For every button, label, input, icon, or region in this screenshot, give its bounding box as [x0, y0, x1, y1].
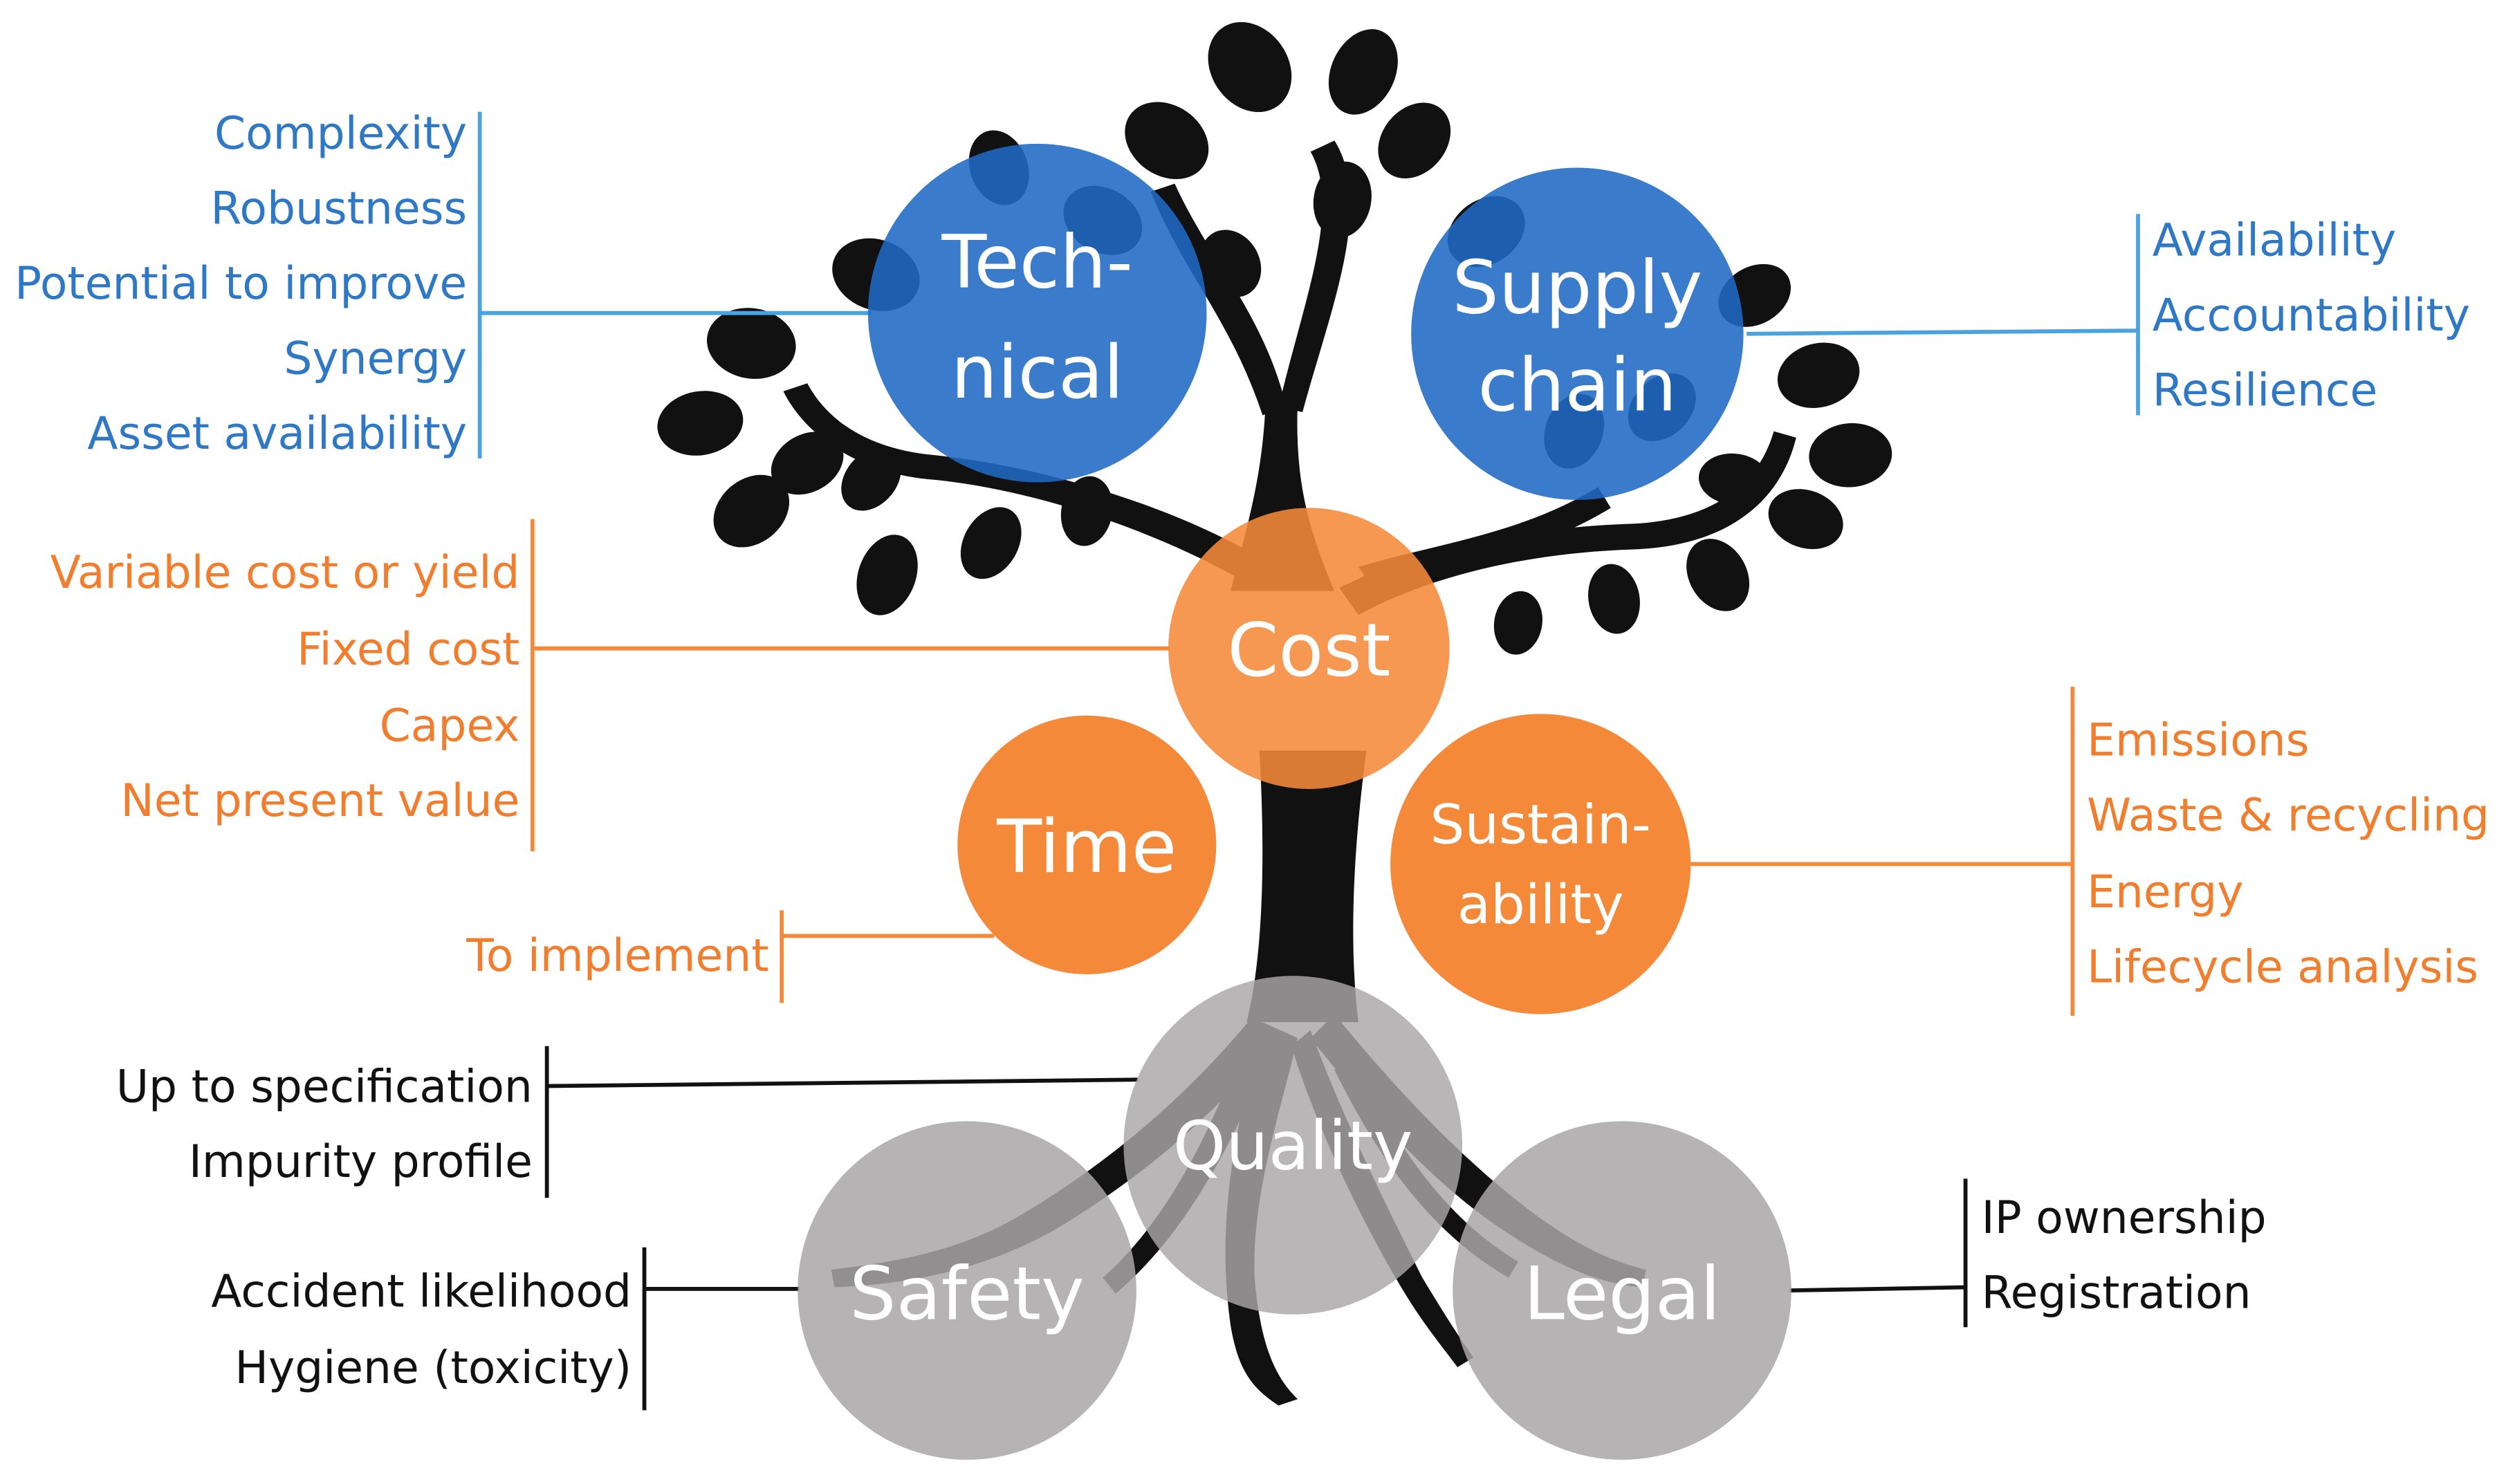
list-item: Resilience [2153, 365, 2377, 417]
list-item: Asset availability [87, 408, 467, 460]
technical-circle: Tech- nical [867, 143, 1207, 483]
list-item: Hygiene (toxicity) [234, 1342, 632, 1394]
safety-circle: Safety [798, 1121, 1136, 1460]
technical-label-line1: Tech- [941, 220, 1133, 306]
sustainability-list: Emissions Waste & recycling Energy Lifec… [2087, 714, 2489, 993]
cost-circle: Cost [1168, 508, 1450, 789]
list-item: Net present value [120, 775, 519, 827]
technical-label-line2: nical [951, 330, 1124, 416]
quality-circle: Quality [1123, 976, 1463, 1315]
quality-connector [546, 1077, 1139, 1088]
supply-chain-label-line2: chain [1478, 343, 1677, 429]
supply-chain-list: Availability Accountability Resilience [2153, 215, 2470, 417]
supply-chain-label-line1: Supply [1452, 245, 1702, 331]
time-list: To implement [466, 930, 768, 982]
list-item: Waste & recycling [2087, 790, 2489, 842]
supply-chain-connector [1747, 328, 2139, 336]
technical-list: Complexity Robustness Potential to impro… [15, 108, 467, 460]
list-item: Impurity profile [189, 1136, 533, 1188]
list-item: Capex [380, 701, 520, 752]
tree-branch-right [1339, 431, 1796, 615]
list-item: Availability [2153, 215, 2396, 267]
cost-label: Cost [1227, 608, 1390, 694]
sustainability-label-line2: ability [1457, 873, 1624, 936]
category-circles: Tech- nical Supply chain Cost Time Susta… [798, 143, 1791, 1460]
list-item: Up to specification [116, 1061, 533, 1113]
list-item: Potential to improve [15, 258, 467, 310]
quality-list: Up to specification Impurity profile [116, 1061, 533, 1189]
list-item: To implement [466, 930, 768, 982]
list-item: Energy [2087, 866, 2243, 918]
legal-label: Legal [1524, 1252, 1721, 1337]
legal-list: IP ownership Registration [1982, 1192, 2267, 1319]
tree-branch-left [783, 383, 1263, 584]
list-item: Accident likelihood [211, 1265, 632, 1317]
list-item: Complexity [214, 108, 467, 160]
sustainability-circle: Sustain- ability [1390, 714, 1691, 1014]
cost-list: Variable cost or yield Fixed cost Capex … [50, 547, 520, 827]
time-label: Time [996, 804, 1177, 890]
list-item: Lifecycle analysis [2087, 941, 2478, 993]
list-item: IP ownership [1982, 1192, 2267, 1244]
safety-label: Safety [849, 1252, 1085, 1337]
criteria-lists: Complexity Robustness Potential to impro… [15, 108, 2489, 1394]
quality-label: Quality [1173, 1107, 1413, 1185]
list-item: Emissions [2087, 714, 2309, 766]
time-circle: Time [957, 715, 1217, 974]
list-item: Fixed cost [297, 624, 519, 676]
list-item: Registration [1982, 1268, 2251, 1319]
safety-list: Accident likelihood Hygiene (toxicity) [211, 1265, 632, 1394]
list-item: Variable cost or yield [50, 547, 520, 599]
legal-circle: Legal [1453, 1121, 1791, 1460]
connector-lines [477, 111, 2140, 1411]
list-item: Accountability [2153, 290, 2470, 342]
list-item: Robustness [210, 183, 467, 234]
sustainability-label-line1: Sustain- [1430, 792, 1651, 856]
list-item: Synergy [284, 333, 467, 384]
legal-connector [1789, 1285, 1966, 1293]
supply-chain-circle: Supply chain [1411, 167, 1744, 500]
tree-trunk [1246, 750, 1367, 1023]
